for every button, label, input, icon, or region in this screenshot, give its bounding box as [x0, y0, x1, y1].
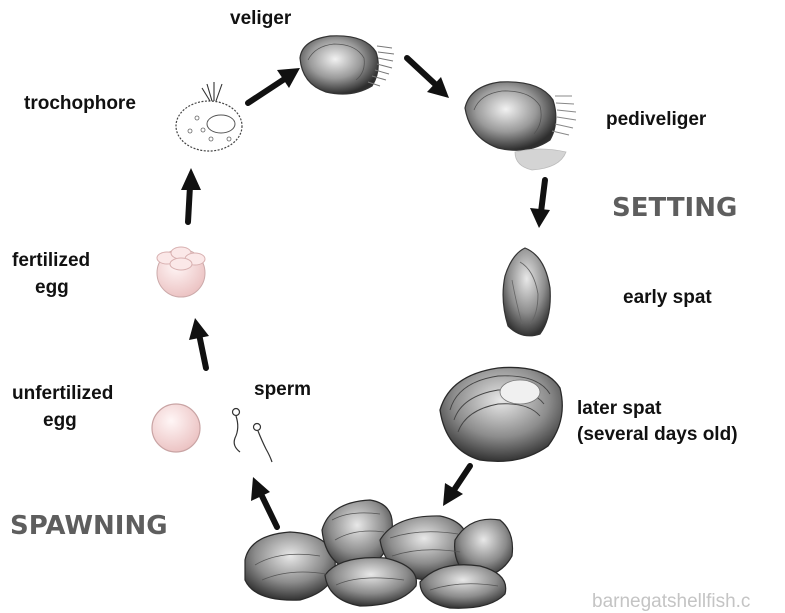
- veliger-larva: [300, 36, 394, 94]
- pediveliger-larva: [465, 82, 576, 170]
- arrow-fertilized-to-trochophore: [181, 168, 201, 222]
- fertilized-egg: [157, 247, 205, 297]
- stage-title-spawning: SPAWNING: [10, 511, 168, 541]
- later-spat: [440, 367, 562, 461]
- label-pediveliger: pediveliger: [606, 109, 707, 130]
- trochophore-larva: [176, 82, 242, 151]
- unfertilized-egg: [152, 404, 200, 452]
- label-veliger: veliger: [230, 8, 292, 29]
- label-fertilized-egg-line2: egg: [35, 277, 69, 298]
- early-spat: [503, 248, 550, 336]
- label-fertilized-egg-line1: fertilized: [12, 250, 90, 271]
- label-later-spat-line2: (several days old): [577, 424, 738, 445]
- stage-title-setting: SETTING: [612, 193, 737, 223]
- adult-oyster-cluster: [245, 500, 513, 608]
- label-early-spat: early spat: [623, 287, 712, 308]
- label-unfertilized-egg-line1: unfertilized: [12, 383, 113, 404]
- arrow-later-spat-to-adults: [443, 466, 470, 506]
- arrow-pediveliger-to-early-spat: [530, 180, 550, 228]
- arrow-adults-to-sperm: [251, 477, 277, 527]
- label-sperm: sperm: [254, 379, 311, 400]
- label-unfertilized-egg-line2: egg: [43, 410, 77, 431]
- arrow-veliger-to-pediveliger: [407, 58, 449, 98]
- label-later-spat-line1: later spat: [577, 398, 662, 419]
- arrow-trochophore-to-veliger: [248, 68, 300, 103]
- sperm-cells: [233, 409, 273, 463]
- watermark: barnegatshellfish.c: [592, 591, 750, 612]
- label-trochophore: trochophore: [24, 93, 136, 114]
- arrow-unfertilized-to-fertilized: [189, 318, 209, 368]
